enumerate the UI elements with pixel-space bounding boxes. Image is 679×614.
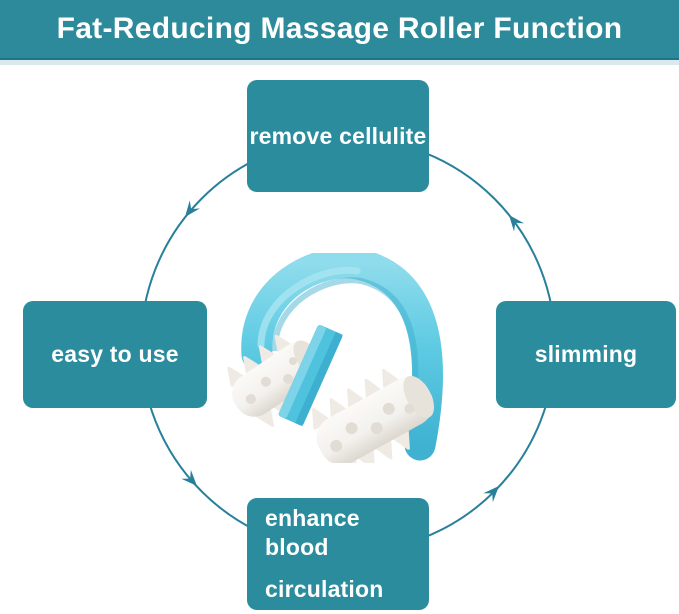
frame-plate bbox=[278, 324, 344, 427]
feature-label-easy-to-use: easy to use bbox=[51, 341, 179, 367]
feature-box-slimming: slimming bbox=[496, 301, 676, 408]
feature-label-enhance-blood: enhance blood bbox=[265, 504, 360, 560]
back-roller-studs bbox=[245, 357, 297, 405]
arrow-bottom-left-icon bbox=[181, 469, 197, 486]
feature-box-enhance-blood-circulation: enhance blood circulation bbox=[247, 498, 429, 610]
feature-label-remove-cellulite: remove cellulite bbox=[249, 122, 427, 149]
feature-label-slimming: slimming bbox=[534, 341, 638, 367]
feature-label-circulation: circulation bbox=[265, 576, 384, 603]
roller-handle bbox=[241, 253, 443, 461]
arrow-top-left-icon bbox=[185, 200, 200, 217]
page-title: Fat-Reducing Massage Roller Function bbox=[56, 12, 623, 45]
arrow-top-right-icon bbox=[509, 215, 525, 232]
front-roller-studs bbox=[330, 402, 415, 452]
arrow-bottom-right-icon bbox=[483, 486, 499, 503]
feature-box-easy-to-use: easy to use bbox=[23, 301, 207, 408]
cycle-arrowheads bbox=[181, 200, 525, 503]
back-roller bbox=[227, 334, 323, 428]
feature-box-remove-cellulite: remove cellulite bbox=[247, 80, 429, 192]
title-banner: Fat-Reducing Massage Roller Function bbox=[0, 0, 679, 60]
front-roller bbox=[312, 369, 435, 463]
massage-roller-image bbox=[227, 253, 443, 463]
